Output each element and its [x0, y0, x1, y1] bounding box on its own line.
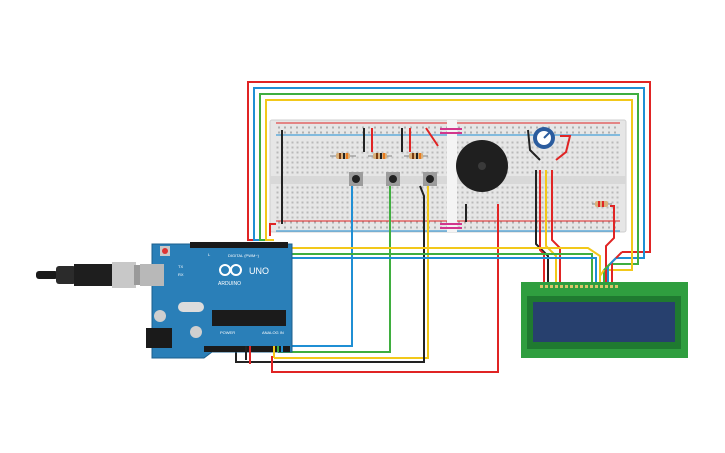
atmega-chip: [212, 310, 286, 326]
lcd-16x2[interactable]: [521, 282, 688, 358]
arduino-brand: ARDUINO: [218, 281, 241, 287]
signal-wires: [229, 170, 623, 373]
power-jack: [146, 328, 172, 348]
arduino-bottom-wires: [245, 346, 283, 364]
potentiometer[interactable]: [533, 127, 555, 149]
top-wire-loops: [247, 81, 651, 271]
lcd-pin-header: [540, 285, 618, 288]
resistor-3[interactable]: [404, 153, 428, 159]
capacitor-2: [190, 326, 202, 338]
digital-header: [190, 242, 288, 248]
capacitor-1: [154, 310, 166, 322]
digital-label: DIGITAL (PWM~): [228, 253, 260, 258]
power-label: POWER: [220, 330, 235, 335]
usb-jack: [140, 264, 164, 286]
breadboard[interactable]: [269, 119, 627, 233]
usb-cable[interactable]: [36, 262, 152, 288]
tx-label: TX: [178, 264, 183, 269]
pushbutton-1[interactable]: [349, 172, 363, 186]
arduino-uno[interactable]: ARDUINO UNO DIGITAL (PWM~) POWER ANALOG …: [140, 242, 293, 359]
resistor-1[interactable]: [330, 153, 356, 159]
resistor-2[interactable]: [368, 153, 392, 159]
lcd-screen: [533, 302, 675, 342]
arduino-logo-icon: [219, 264, 242, 276]
breadboard-divider: [447, 120, 457, 232]
pushbutton-2[interactable]: [386, 172, 400, 186]
pushbutton-3[interactable]: [423, 172, 437, 186]
arduino-model: UNO: [249, 266, 269, 276]
rx-label: RX: [178, 272, 184, 277]
analog-label: ANALOG IN: [262, 330, 284, 335]
piezo-buzzer[interactable]: [456, 140, 508, 192]
resistor-4[interactable]: [592, 201, 612, 207]
crystal: [178, 302, 204, 312]
l-label: L: [208, 252, 211, 257]
breadboard-jumpers: [269, 127, 572, 236]
